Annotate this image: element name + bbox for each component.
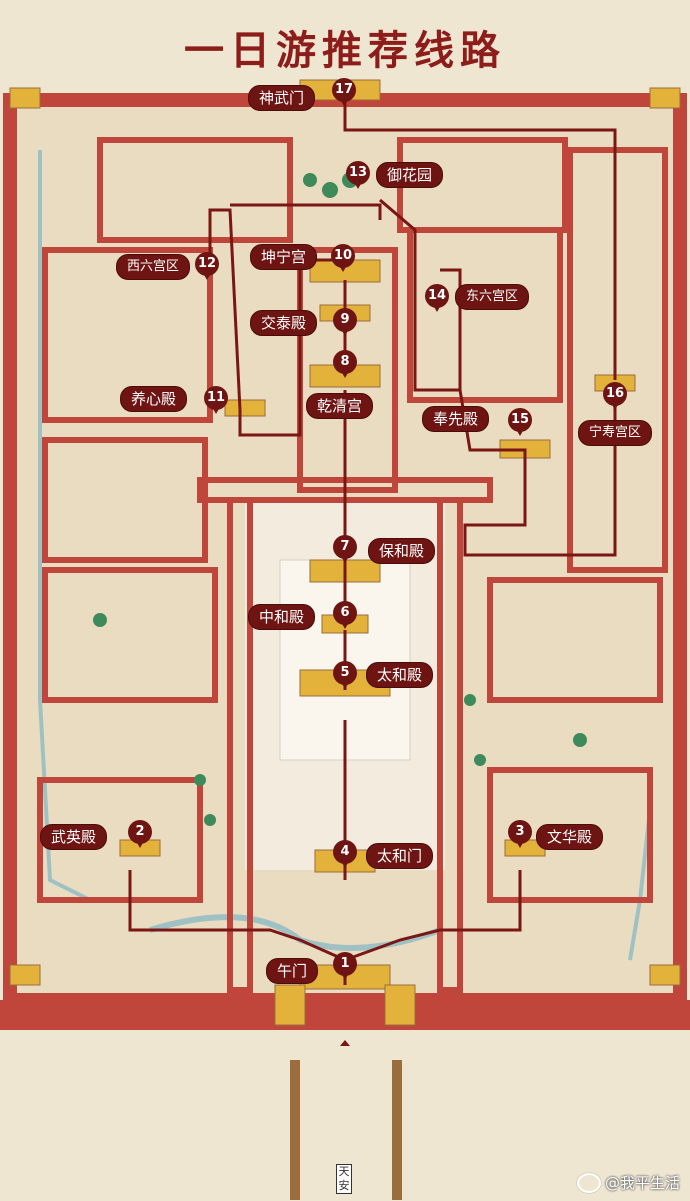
stop-label-taihemen[interactable]: 太和门 [366,843,434,869]
stop-pin-7[interactable]: 7 [333,535,357,563]
stop-pin-10[interactable]: 10 [331,244,355,272]
map-title: 一日游推荐线路 [184,27,506,74]
stop-pin-16[interactable]: 16 [603,382,627,410]
stop-label-yangxindian[interactable]: 养心殿 [120,386,188,412]
stop-label-dongliugong[interactable]: 东六宫区 [455,284,530,310]
stop-pin-15[interactable]: 15 [508,408,532,436]
stop-pin-3[interactable]: 3 [508,820,532,848]
stop-pin-6[interactable]: 6 [333,601,357,629]
stop-pin-9[interactable]: 9 [333,308,357,336]
stop-label-wumen[interactable]: 午门 [266,958,319,984]
stop-pin-14[interactable]: 14 [425,284,449,312]
stop-label-taihedian[interactable]: 太和殿 [366,662,434,688]
stop-label-yuhuayuan[interactable]: 御花园 [376,162,444,188]
stop-pin-11[interactable]: 11 [204,386,228,414]
stop-label-ningshougong[interactable]: 宁寿宫区 [578,420,653,446]
stop-label-kunninggong[interactable]: 坤宁宫 [250,244,318,270]
stop-label-wuyingdian[interactable]: 武英殿 [40,824,108,850]
stop-pin-1[interactable]: 1 [333,952,357,980]
stop-pin-13[interactable]: 13 [346,161,370,189]
watermark-text: @我平生活 [604,1173,680,1192]
stop-pin-12[interactable]: 12 [195,252,219,280]
stop-pin-2[interactable]: 2 [128,820,152,848]
stop-label-jiaotaidian[interactable]: 交泰殿 [250,310,318,336]
stop-label-shenwumen[interactable]: 神武门 [248,85,316,111]
watermark: @我平生活 [576,1172,680,1193]
stop-label-xiliugong[interactable]: 西六宫区 [116,254,191,280]
stop-label-wenhuadian[interactable]: 文华殿 [536,824,604,850]
stop-pin-4[interactable]: 4 [333,840,357,868]
stop-label-fengxiandian[interactable]: 奉先殿 [422,406,490,432]
stop-label-baohedian[interactable]: 保和殿 [368,538,436,564]
stop-pin-5[interactable]: 5 [333,661,357,689]
stop-pin-8[interactable]: 8 [333,350,357,378]
stop-pin-17[interactable]: 17 [332,78,356,106]
gate-sign: 天安 [336,1164,352,1194]
stop-label-qianqinggong[interactable]: 乾清宫 [306,393,374,419]
stop-label-zhonghedian[interactable]: 中和殿 [248,604,316,630]
weibo-icon [576,1173,601,1193]
